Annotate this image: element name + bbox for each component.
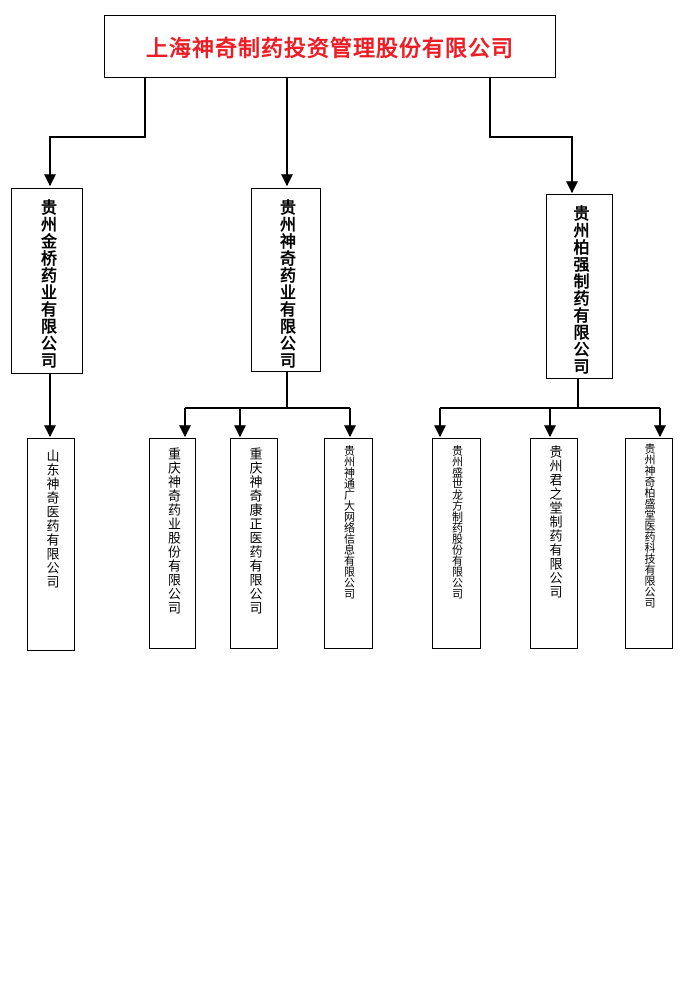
subsidiary-baiqiang-box: 贵州柏强制药有限公司 (546, 194, 613, 379)
subsidiary-jinqiao-label: 贵州金桥药业有限公司 (38, 199, 57, 369)
child-baishengtang-label: 贵州神奇柏盛堂医药科技有限公司 (643, 443, 656, 608)
child-shentong-guangda-box: 贵州神通广大网络信息有限公司 (324, 438, 373, 649)
child-chongqing-shenqi-box: 重庆神奇药业股份有限公司 (149, 438, 196, 649)
child-shentong-guangda-label: 贵州神通广大网络信息有限公司 (342, 445, 356, 599)
root-company-box: 上海神奇制药投资管理股份有限公司 (104, 15, 556, 78)
subsidiary-shenqi-box: 贵州神奇药业有限公司 (251, 188, 321, 372)
subsidiary-shenqi-label: 贵州神奇药业有限公司 (277, 199, 296, 369)
child-chongqing-kangzheng-label: 重庆神奇康正医药有限公司 (246, 447, 262, 615)
child-shengshi-longfang-label: 贵州盛世龙方制药股份有限公司 (450, 445, 464, 599)
child-shengshi-longfang-box: 贵州盛世龙方制药股份有限公司 (432, 438, 481, 649)
child-shandong-shenqi-label: 山东神奇医药有限公司 (43, 449, 59, 589)
child-junzhitang-label: 贵州君之堂制药有限公司 (546, 445, 562, 599)
child-shandong-shenqi-box: 山东神奇医药有限公司 (27, 438, 75, 651)
subsidiary-jinqiao-box: 贵州金桥药业有限公司 (11, 188, 83, 374)
connector-root-to-baiqiang (489, 78, 578, 194)
child-chongqing-kangzheng-box: 重庆神奇康正医药有限公司 (230, 438, 278, 649)
root-company-label: 上海神奇制药投资管理股份有限公司 (145, 36, 514, 62)
child-baishengtang-box: 贵州神奇柏盛堂医药科技有限公司 (625, 438, 673, 649)
subsidiary-baiqiang-label: 贵州柏强制药有限公司 (570, 205, 590, 375)
child-junzhitang-box: 贵州君之堂制药有限公司 (530, 438, 578, 649)
child-chongqing-shenqi-label: 重庆神奇药业股份有限公司 (165, 447, 180, 615)
connector-root-to-jinqiao (44, 78, 146, 187)
